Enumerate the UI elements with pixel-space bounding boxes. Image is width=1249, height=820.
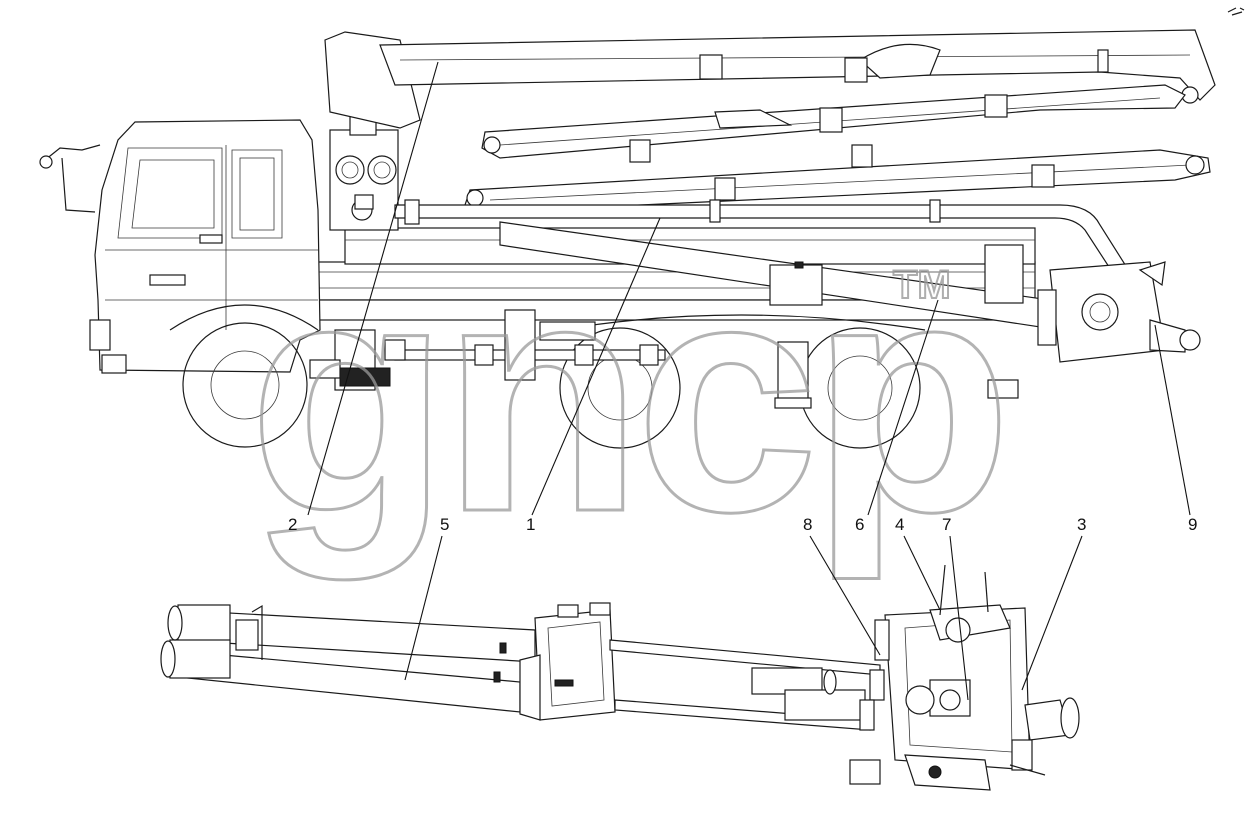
truck-cab	[39, 119, 321, 374]
callout-6: 6	[855, 515, 864, 534]
callout-9: 9	[1188, 515, 1197, 534]
corner-mark-icon	[1227, 7, 1245, 16]
watermark-text: gncp	[248, 211, 1004, 582]
outrigger	[774, 244, 1024, 409]
callout-2: 2	[288, 515, 297, 534]
boom-section-3	[464, 144, 1211, 213]
callout-1: 1	[526, 515, 535, 534]
callout-4: 4	[895, 515, 904, 534]
watermark: gncp TM	[247, 210, 1014, 584]
hydraulic-pump	[309, 329, 406, 391]
callout-8: 8	[803, 515, 812, 534]
water-tank-block	[519, 602, 616, 721]
front-wheel	[169, 304, 319, 448]
watermark-tm: TM	[893, 263, 951, 307]
delivery-cylinders	[160, 604, 536, 713]
callout-7: 7	[942, 515, 951, 534]
callout-3: 3	[1077, 515, 1086, 534]
boom-section-1	[379, 29, 1216, 104]
boom-section-2	[481, 84, 1186, 163]
rear-hopper	[1037, 261, 1201, 363]
hydraulic-rams	[609, 639, 881, 731]
concrete-hopper	[849, 564, 1080, 791]
callout-5: 5	[440, 515, 449, 534]
truck-side-view	[39, 29, 1216, 449]
callouts: 2 5 1 8 6 4 7 3 9	[288, 61, 1197, 701]
pump-unit-detail	[160, 564, 1080, 791]
